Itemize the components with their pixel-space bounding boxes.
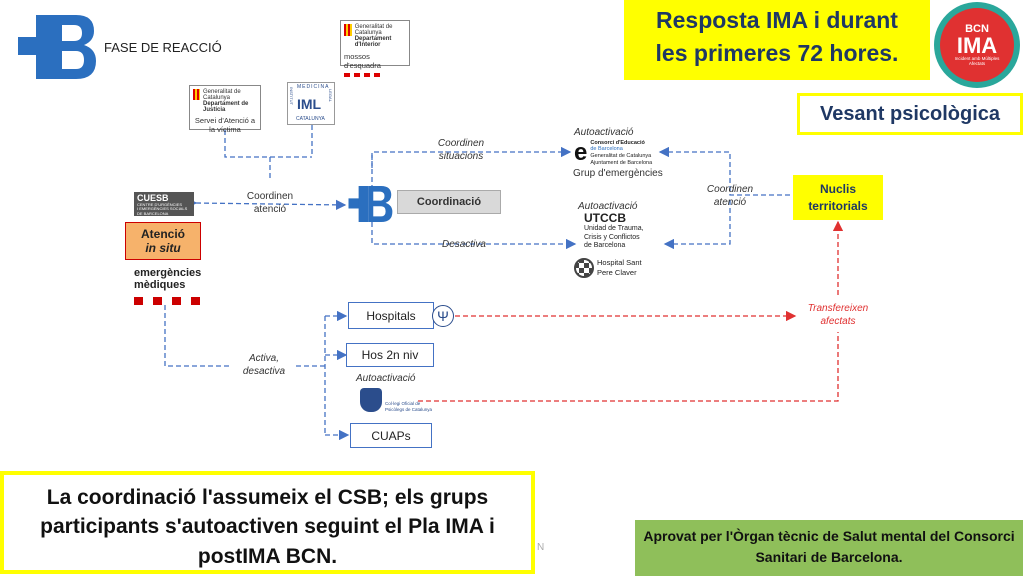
csb-logo (18, 15, 98, 79)
sem-line2: mèdiques (134, 278, 186, 291)
copc-logo: Col·legi Oficial de Psicòlegs de Catalun… (360, 388, 432, 412)
subtitle: Vesant psicològica (797, 93, 1023, 135)
cuesb-line2: I EMERGÈNCIES SOCIALS (137, 206, 188, 212)
line-right-bottom (663, 200, 731, 250)
label-autoactivacio-1: Autoactivació (574, 127, 634, 138)
coordinacio-box: Coordinació (397, 190, 501, 214)
page-title: Resposta IMA i durant les primeres 72 ho… (624, 0, 930, 80)
grup-emergencies: Grup d'emergències (573, 168, 663, 179)
cuaps-box: CUAPs (350, 423, 432, 448)
badge-main: IMA (956, 33, 998, 59)
label-coordinen-atencio-left: Coordinen atenció (246, 191, 294, 215)
iml-vertical-right: LEGAL (328, 89, 333, 102)
line-right-top (658, 146, 790, 196)
justicia-service: Servei d'Atenció a la víctima (194, 116, 256, 134)
footer-note: La coordinació l'assumeix el CSB; els gr… (0, 471, 535, 574)
phase-label: FASE DE REACCIÓ (104, 40, 222, 55)
mossos-logo: Generalitat de Catalunya Departament d'I… (340, 20, 410, 77)
hospital-sant-pere-claver: Hospital Sant Pere Claver (574, 258, 642, 278)
utccb-line1: Unidad de Trauma, (584, 225, 644, 233)
utccb-line3: de Barcelona (584, 241, 626, 249)
coordinacio-b-icon (347, 186, 395, 222)
sem-logo: emergències mèdiques (134, 267, 204, 306)
atencio-line2: in situ (145, 241, 181, 255)
hospital-line1: Hospital Sant (597, 258, 642, 268)
iml-name: IML (297, 96, 322, 112)
consorci-line3: Generalitat de Catalunya (590, 153, 652, 159)
mossos-line2: Departament d'Interior (354, 36, 392, 48)
label-autoactivacio-2: Autoactivació (578, 201, 638, 212)
stray-char: N (537, 542, 545, 553)
sem-line1: emergències (134, 267, 202, 279)
label-activa-desactiva: Activa, desactiva (232, 352, 296, 378)
label-coordinen-situacions: Coordinen situacions (437, 138, 485, 162)
line-red-copc (418, 332, 839, 402)
iml-logo: INSTITUT MEDICINA LEGAL IML CATALUNYA (287, 82, 335, 125)
line-justicia-down (219, 120, 312, 158)
nuclis-territorials: Nuclis territorials (793, 175, 883, 220)
utccb-logo: UTCCB Unidad de Trauma, Crisis y Conflic… (584, 211, 664, 252)
iml-vertical-top: MEDICINA (297, 84, 330, 90)
atencio-in-situ: Atenció in situ (125, 222, 201, 260)
cuesb-line1: CENTRE D'URGÈNCIES (137, 202, 182, 207)
consorci-line4: Ajuntament de Barcelona (590, 159, 653, 166)
bcn-ima-badge: BCN IMA Incident amb Múltiples Afectats (934, 2, 1020, 88)
cuesb-name: CUESB (137, 193, 169, 203)
iml-bottom: CATALUNYA (296, 116, 325, 122)
line-cuesb-coordinacio (186, 197, 347, 211)
hospital-icon (574, 258, 594, 278)
consorci-letter: e (574, 139, 588, 166)
badge-sub: Incident amb Múltiples Afectats (954, 56, 1000, 66)
copc-line2: Psicòlegs de Catalunya (385, 406, 433, 412)
consorci-line2: de Barcelona (590, 146, 623, 153)
hos2n-box: Hos 2n niv (346, 343, 434, 367)
justicia-logo: Generalitat de Catalunya Departament de … (189, 85, 261, 134)
atencio-line1: Atenció (140, 227, 185, 241)
psi-icon: Ψ (432, 305, 454, 327)
label-desactiva: Desactiva (442, 239, 486, 250)
justicia-line2: Departament de Justícia (203, 101, 249, 113)
hospitals-box: Hospitals (348, 302, 434, 329)
mossos-line1: Generalitat de Catalunya (354, 24, 393, 36)
copc-emblem-icon (360, 388, 382, 412)
utccb-name: UTCCB (584, 211, 626, 225)
label-coordinen-atencio-right: Coordinen atenció (706, 184, 754, 208)
consorci-line1: Consorci d'Educació (590, 139, 645, 146)
hospital-line2: Pere Claver (597, 268, 637, 277)
justicia-line1: Generalitat de Catalunya (203, 89, 241, 101)
cuesb-line3: DE BARCELONA (137, 210, 169, 216)
line-coord-up (371, 146, 572, 190)
iml-vertical-left: INSTITUT (289, 87, 294, 105)
label-autoactivacio-3: Autoactivació (356, 373, 416, 384)
approved-note: Aprovat per l'Òrgan tècnic de Salut ment… (635, 520, 1023, 576)
copc-line1: Col·legi Oficial de (385, 401, 421, 407)
mossos-name: mossos d'esquadra (344, 52, 381, 70)
cuesb-logo: CUESB CENTRE D'URGÈNCIES I EMERGÈNCIES S… (134, 192, 194, 216)
consorci-logo: e Consorci d'Educació de Barcelona Gener… (574, 139, 664, 167)
badge-top: BCN (965, 23, 989, 36)
line-sem-down (164, 305, 325, 367)
label-transfereixen: Transfereixen afectats (798, 302, 878, 328)
utccb-line2: Crisis y Conflictos (584, 233, 640, 241)
